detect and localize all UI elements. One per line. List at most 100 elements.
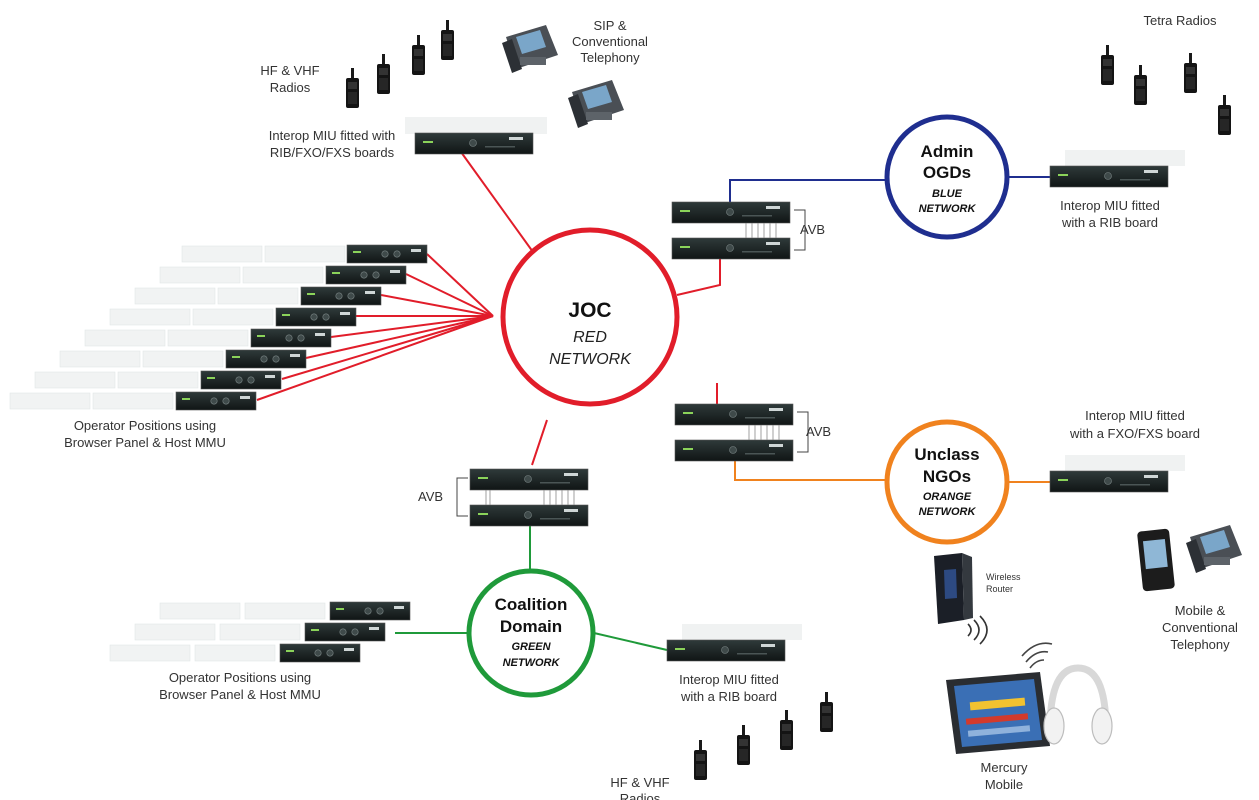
rack-unit-icon (666, 639, 786, 662)
handheld-radio-icon (1101, 45, 1114, 85)
hub-coalition-network: NETWORK (503, 657, 561, 669)
rack-unit-icon (1049, 470, 1169, 493)
rack-unit-icon (275, 307, 357, 327)
label-avb-orange: AVB (806, 424, 831, 439)
tablet-icon (946, 672, 1050, 754)
rack-unit-icon (671, 201, 791, 224)
rack-ghost (59, 350, 141, 368)
label-sip-2: Conventional (572, 34, 648, 49)
hub-unclass-network: NETWORK (919, 506, 977, 518)
label-hf-vhf-bottom-1: HF & VHF (610, 775, 669, 790)
headphones-icon (1021, 642, 1113, 745)
label-router-1: Wireless (986, 572, 1021, 582)
hub-admin: Admin OGDs BLUE NETWORK (884, 114, 1010, 240)
rack-unit-icon (671, 237, 791, 260)
label-mercury-1: Mercury (981, 760, 1028, 775)
label-miu-green-2: with a RIB board (680, 689, 777, 704)
rack-ghost (159, 266, 241, 284)
rack-ghost (159, 602, 241, 620)
rack-ghost (34, 371, 116, 389)
handheld-radio-icon (346, 68, 359, 108)
handheld-radio-icon (1184, 53, 1197, 93)
tetra-radios (1101, 45, 1231, 135)
rack-unit-icon (225, 349, 307, 369)
desk-phone-icon (1186, 525, 1242, 573)
label-sip-3: Telephony (580, 50, 640, 65)
label-operators-bottom-2: Browser Panel & Host MMU (159, 687, 321, 702)
rack-ghost (219, 623, 301, 641)
rack-ghost (181, 245, 263, 263)
rack-unit-icon (279, 643, 361, 663)
rack-unit-icon (175, 391, 257, 411)
rack-unit-icon (674, 403, 794, 426)
rack-unit-ghost (682, 624, 802, 640)
hub-coalition: Coalition Domain GREEN NETWORK (466, 568, 596, 698)
rack-unit-icon (414, 132, 534, 155)
rack-ghost (217, 287, 299, 305)
mobile-phone-icon (1137, 528, 1175, 592)
hub-coalition-line2: Domain (500, 617, 562, 636)
avb-stack-orange (674, 403, 809, 462)
hub-joc-title: JOC (568, 299, 611, 322)
rack-unit-icon (674, 439, 794, 462)
hf-vhf-radios-top (346, 20, 454, 108)
desk-phone-icon (568, 80, 624, 128)
handheld-radio-icon (780, 710, 793, 750)
handheld-radio-icon (377, 54, 390, 94)
label-operators-bottom-1: Operator Positions using (169, 670, 311, 685)
rack-ghost (9, 392, 91, 410)
rack-unit-ghost (405, 117, 547, 134)
hub-coalition-line1: Coalition (495, 595, 568, 614)
hub-admin-line2: OGDs (923, 163, 971, 182)
orange-links (734, 460, 1050, 483)
hub-joc: JOC RED NETWORK (500, 227, 680, 407)
rack-unit-ghost (1065, 150, 1185, 166)
label-miu-orange-2: with a FXO/FXS board (1069, 426, 1200, 441)
wireless-router-icon (934, 553, 988, 645)
red-links (256, 151, 721, 466)
label-mobile-tel-3: Telephony (1170, 637, 1230, 652)
rack-unit-icon (469, 468, 589, 491)
rack-unit-icon (346, 244, 428, 264)
rack-ghost (264, 245, 346, 263)
label-miu-top-2: RIB/FXO/FXS boards (270, 145, 395, 160)
rack-ghost (167, 329, 249, 347)
label-tetra: Tetra Radios (1144, 13, 1217, 28)
hub-coalition-color: GREEN (511, 641, 551, 653)
hf-vhf-radios-bottom (694, 692, 833, 780)
hub-unclass-line1: Unclass (914, 445, 979, 464)
hub-unclass-line2: NGOs (923, 467, 971, 486)
label-operators-top-1: Operator Positions using (74, 418, 216, 433)
blue-links (729, 176, 1050, 202)
rack-ghost (192, 308, 274, 326)
label-hf-vhf-bottom-2: Radios (620, 791, 661, 800)
rack-ghost (92, 392, 174, 410)
label-hf-vhf-top-1: HF & VHF (260, 63, 319, 78)
label-sip-1: SIP & (593, 18, 626, 33)
hub-unclass: Unclass NGOs ORANGE NETWORK (884, 419, 1010, 545)
label-avb-green: AVB (418, 489, 443, 504)
avb-stack-green (456, 468, 589, 527)
hub-admin-network: NETWORK (919, 203, 977, 215)
operator-positions-bottom (109, 601, 411, 663)
label-miu-orange-1: Interop MIU fitted (1085, 408, 1185, 423)
hub-joc-color: RED (573, 329, 607, 346)
rack-unit-icon (329, 601, 411, 621)
rack-ghost (134, 287, 216, 305)
label-avb-blue: AVB (800, 222, 825, 237)
rack-ghost (109, 644, 191, 662)
hub-unclass-color: ORANGE (923, 491, 972, 503)
rack-unit-icon (1049, 165, 1169, 188)
label-mobile-tel-1: Mobile & (1175, 603, 1226, 618)
rack-ghost (134, 623, 216, 641)
rack-unit-icon (469, 504, 589, 527)
handheld-radio-icon (1218, 95, 1231, 135)
rack-unit-icon (200, 370, 282, 390)
rack-ghost (142, 350, 224, 368)
rack-unit-icon (300, 286, 382, 306)
rack-ghost (84, 329, 166, 347)
handheld-radio-icon (412, 35, 425, 75)
rack-ghost (194, 644, 276, 662)
rack-ghost (242, 266, 324, 284)
